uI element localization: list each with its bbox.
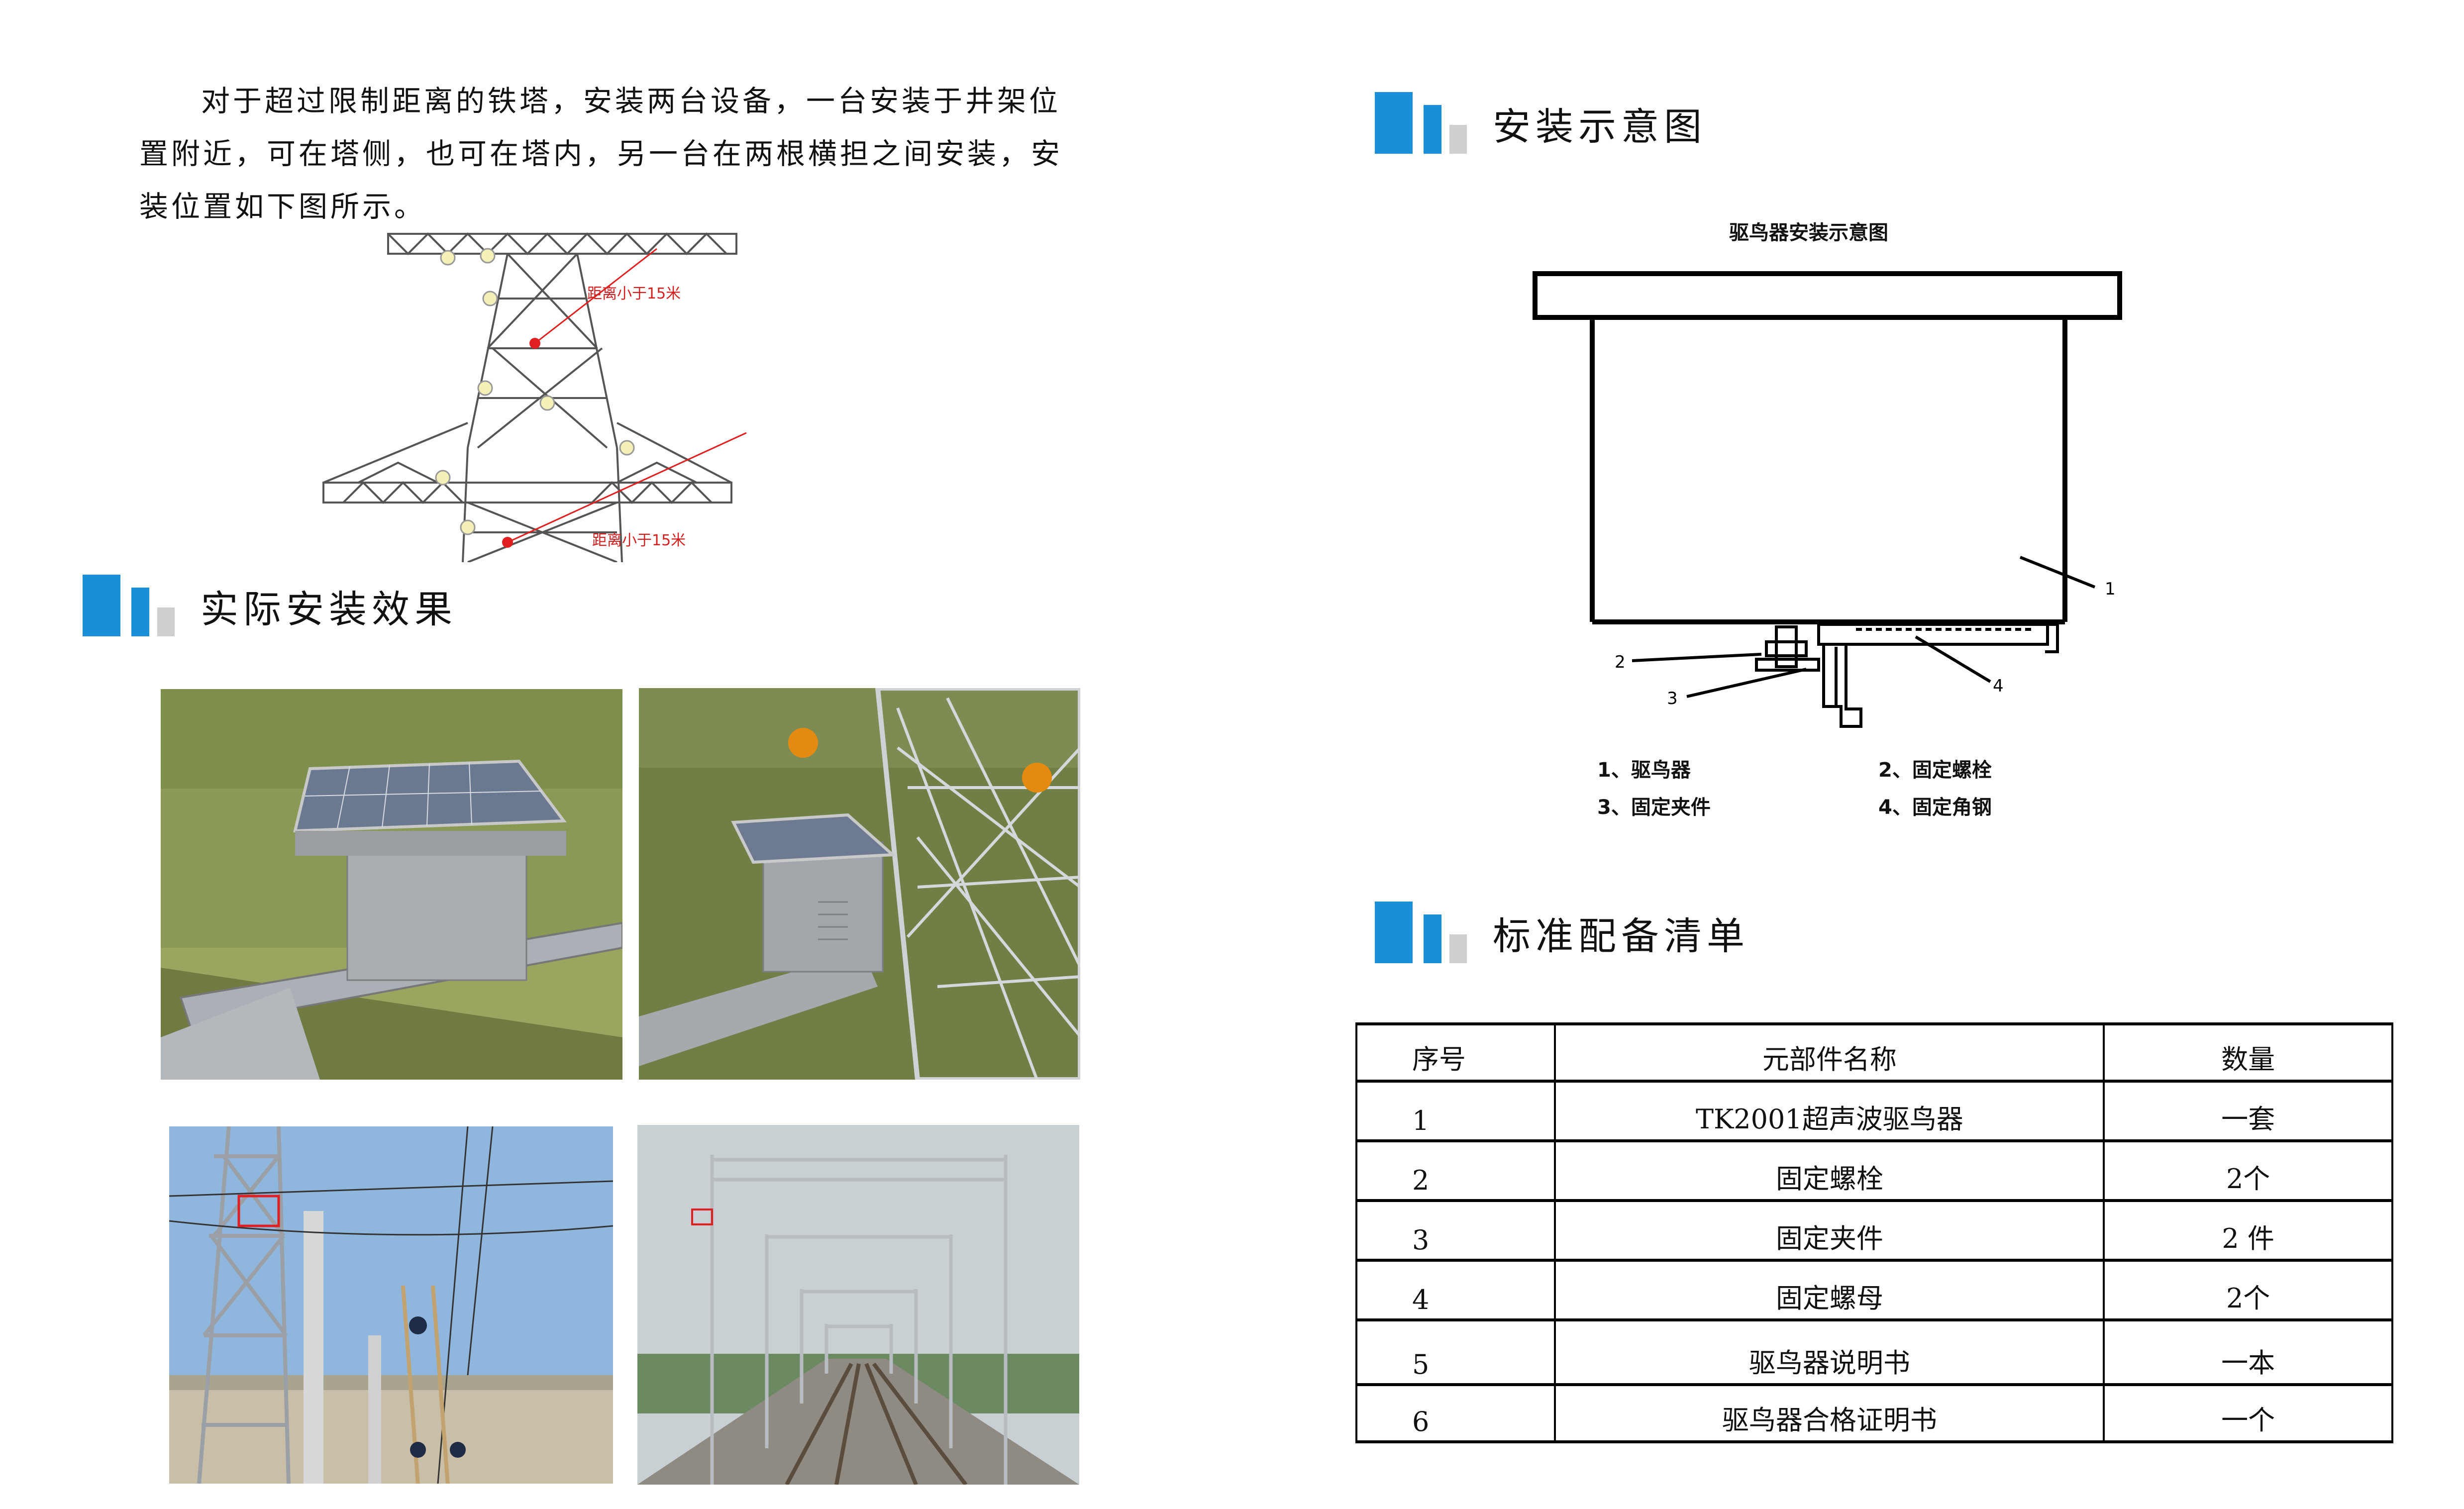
- cell-qty: 一套: [2103, 1080, 2393, 1142]
- cell-index: 2: [1355, 1139, 1556, 1202]
- intro-paragraph: 对于超过限制距离的铁塔，安装两台设备，一台安装于井架位置附近，可在塔侧，也可在塔…: [139, 84, 1063, 223]
- tower-label-upper: 距离小于15米: [587, 285, 681, 302]
- table-row: 6 驱鸟器合格证明书 一个: [1355, 1383, 2393, 1443]
- tower-diagram-svg: 距离小于15米 距离小于15米: [322, 232, 747, 563]
- diagram-title: 驱鸟器安装示意图: [1729, 221, 1888, 244]
- cell-name: 固定螺母: [1554, 1259, 2105, 1321]
- section-list: 标准配备清单: [1375, 902, 1749, 963]
- legend-item-3: 3、固定夹件: [1597, 796, 1711, 819]
- cell-qty: 2个: [2103, 1259, 2393, 1321]
- section-bars-icon: [1375, 92, 1467, 154]
- cell-index: 4: [1355, 1259, 1556, 1321]
- section-title-list: 标准配备清单: [1493, 914, 1749, 958]
- legend-item-2: 2、固定螺栓: [1878, 759, 1992, 782]
- cell-qty: 2 件: [2103, 1199, 2393, 1262]
- tower-label-lower: 距离小于15米: [592, 532, 686, 549]
- cell-name: TK2001超声波驱鸟器: [1554, 1080, 2105, 1142]
- callout-3: 3: [1667, 689, 1678, 708]
- table-row: 2 固定螺栓 2个: [1355, 1139, 2393, 1202]
- legend-item-4: 4、固定角钢: [1878, 796, 1992, 819]
- cell-name: 驱鸟器说明书: [1554, 1318, 2105, 1386]
- cell-name: 固定螺栓: [1554, 1139, 2105, 1202]
- header-name: 元部件名称: [1554, 1022, 2105, 1083]
- table-header-row: 序号 元部件名称 数量: [1355, 1022, 2393, 1083]
- install-diagram-svg: 1 2 3 4: [1533, 271, 2122, 728]
- table-row: 5 驱鸟器说明书 一本: [1355, 1318, 2393, 1386]
- section-bars-icon: [83, 575, 175, 636]
- install-photo-3: [169, 1126, 613, 1484]
- section-title-diagram: 安装示意图: [1493, 104, 1707, 149]
- section-title-actual: 实际安装效果: [201, 587, 457, 631]
- cell-index: 6: [1355, 1383, 1556, 1443]
- section-diagram: 安装示意图: [1375, 92, 1707, 154]
- callout-1: 1: [2105, 579, 2116, 599]
- cell-name: 驱鸟器合格证明书: [1554, 1383, 2105, 1443]
- section-bars-icon: [1375, 902, 1467, 963]
- cell-index: 5: [1355, 1318, 1556, 1386]
- table-row: 4 固定螺母 2个: [1355, 1259, 2393, 1321]
- cell-index: 1: [1355, 1080, 1556, 1142]
- equipment-table: 序号 元部件名称 数量 1 TK2001超声波驱鸟器 一套 2 固定螺栓 2个 …: [1355, 1022, 2393, 1443]
- cell-qty: 一个: [2103, 1383, 2393, 1443]
- table-row: 1 TK2001超声波驱鸟器 一套: [1355, 1080, 2393, 1142]
- cell-qty: 一本: [2103, 1318, 2393, 1386]
- callout-2: 2: [1615, 652, 1626, 672]
- install-photo-2: [639, 688, 1080, 1080]
- cell-index: 3: [1355, 1199, 1556, 1262]
- install-diagram: 1 2 3 4: [1518, 259, 2164, 766]
- table-row: 3 固定夹件 2 件: [1355, 1199, 2393, 1262]
- cell-qty: 2个: [2103, 1139, 2393, 1202]
- section-actual-install: 实际安装效果: [83, 575, 457, 636]
- install-photo-4: [637, 1125, 1079, 1485]
- legend-item-1: 1、驱鸟器: [1597, 759, 1691, 782]
- callout-4: 4: [1993, 676, 2004, 696]
- cell-name: 固定夹件: [1554, 1199, 2105, 1262]
- header-qty: 数量: [2103, 1022, 2393, 1083]
- install-photo-1: [161, 689, 622, 1080]
- header-index: 序号: [1355, 1022, 1556, 1083]
- tower-diagram: 距离小于15米 距离小于15米: [299, 224, 756, 563]
